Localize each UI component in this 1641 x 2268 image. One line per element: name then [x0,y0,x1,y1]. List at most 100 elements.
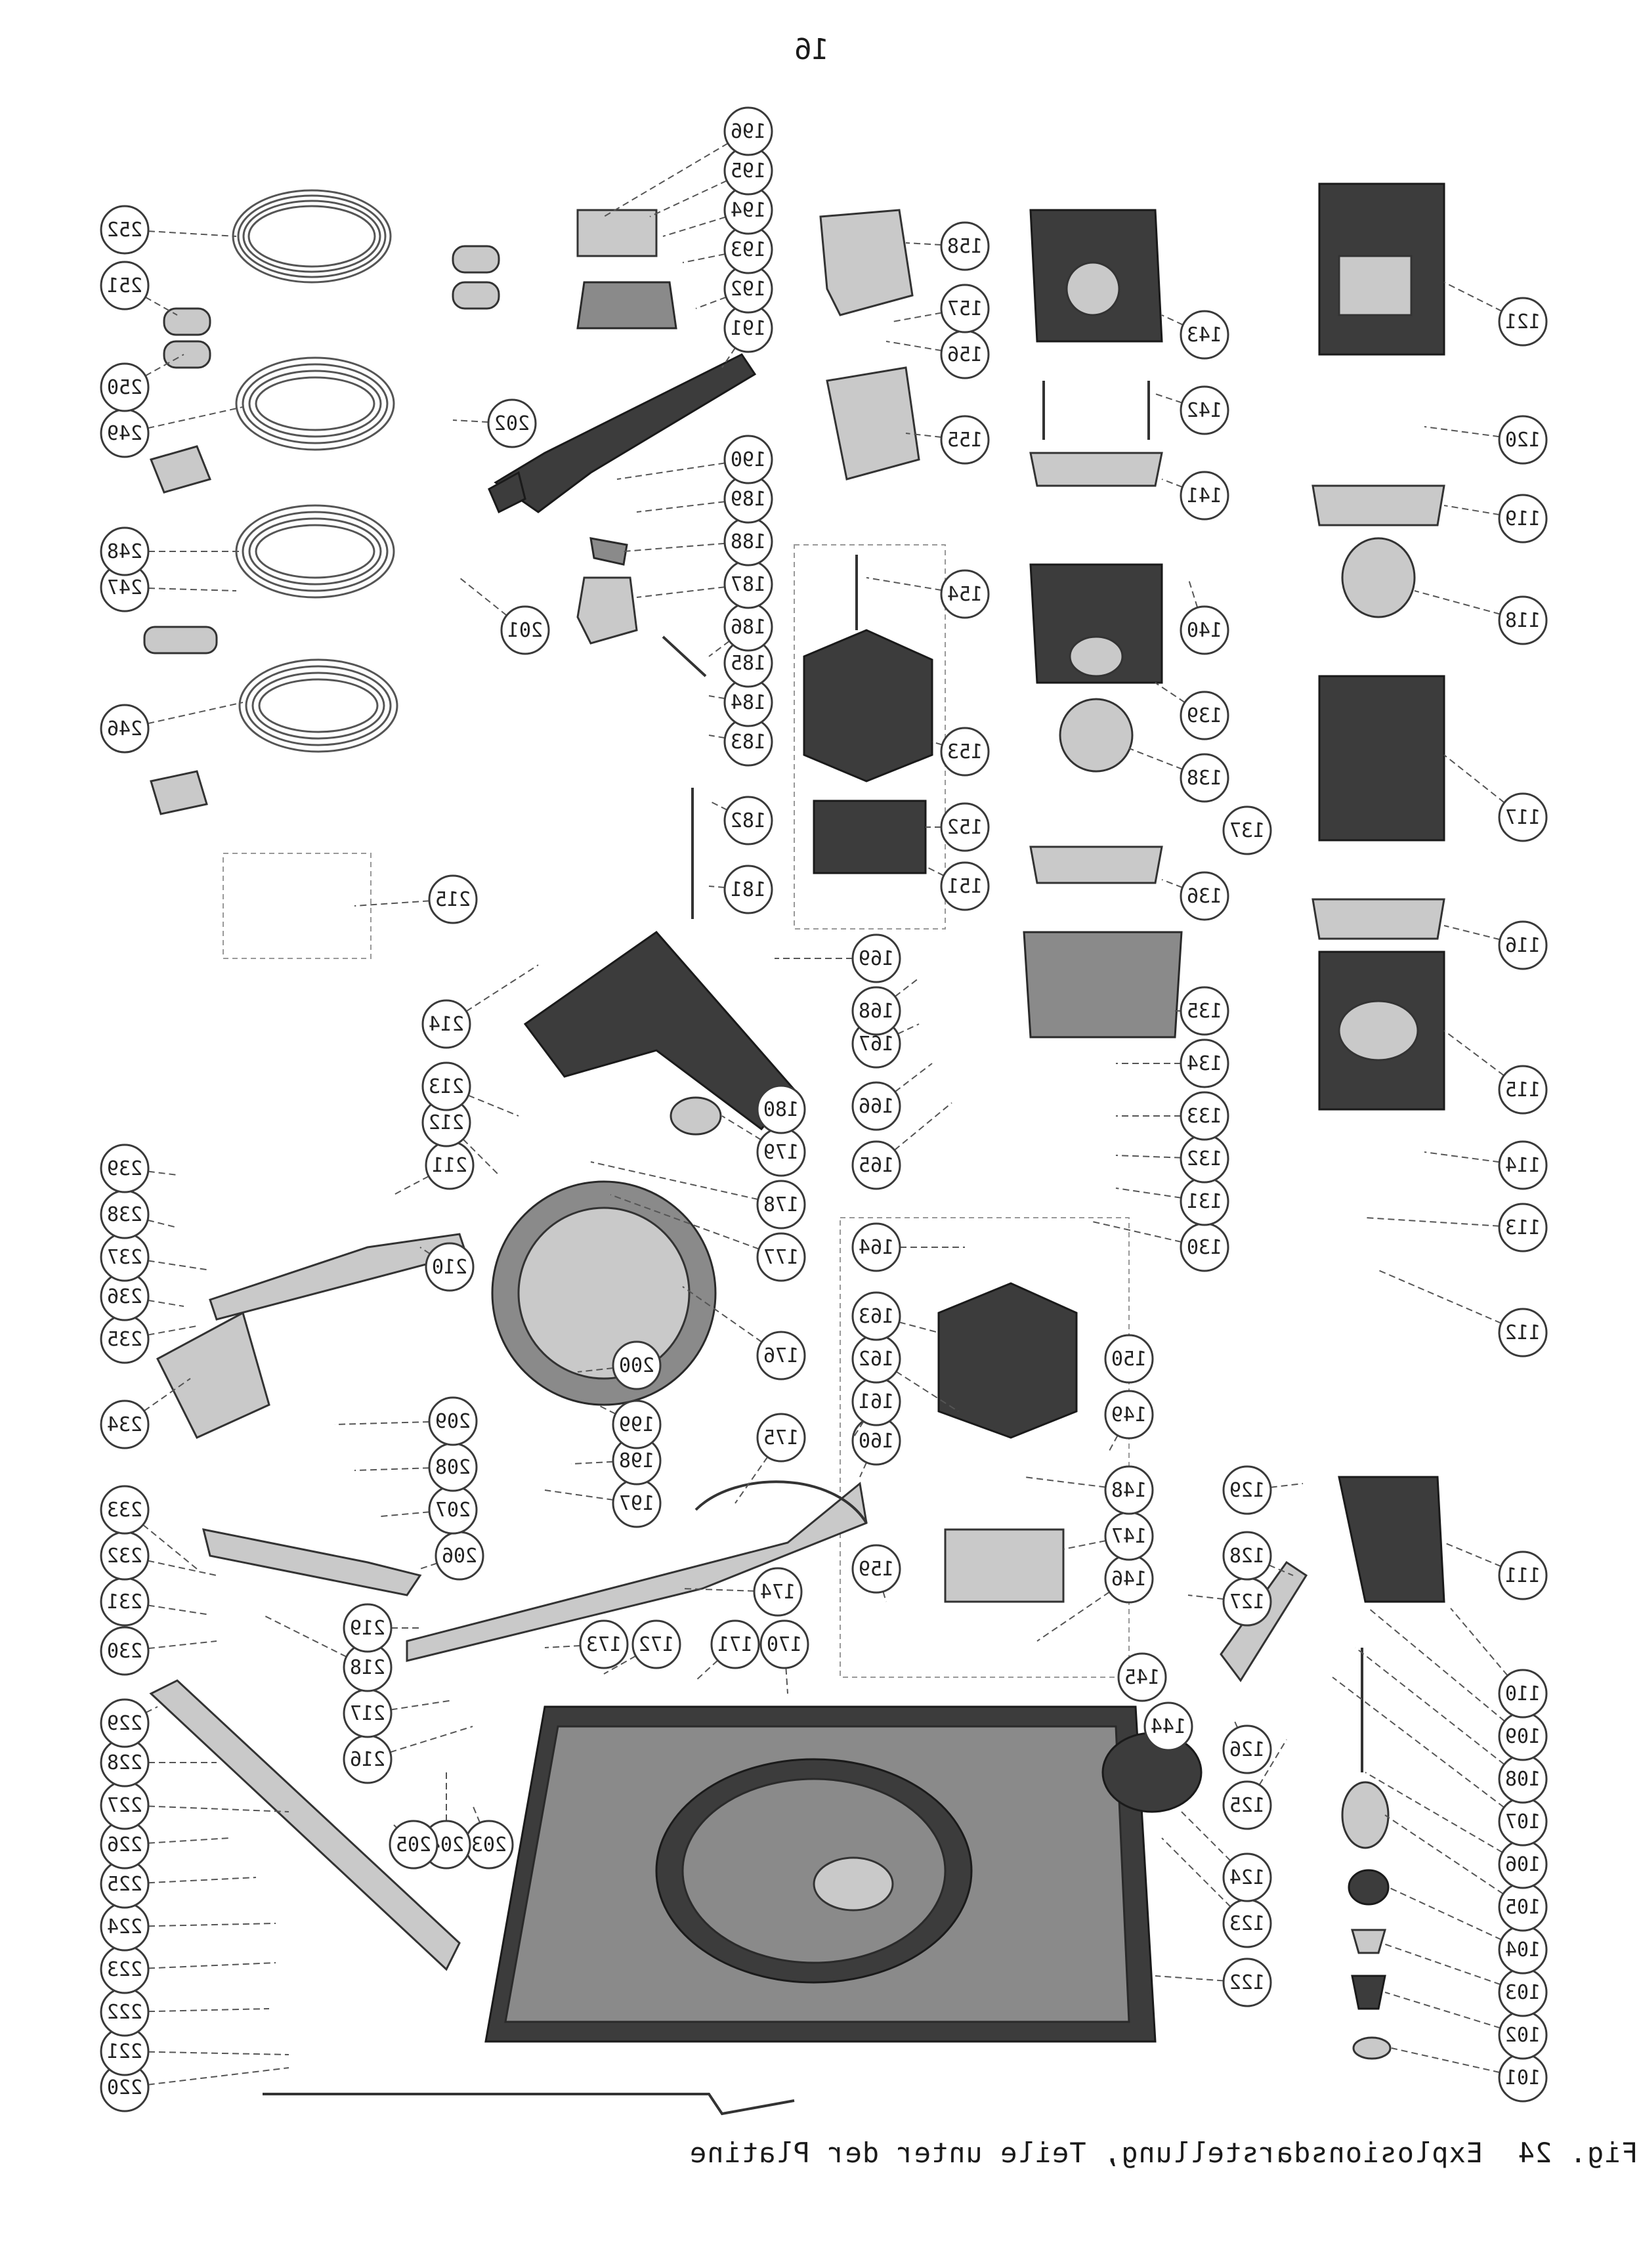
callout-label-104: 104 [1505,1938,1541,1961]
callout-label-185: 185 [731,652,766,675]
pulley-144-icon [1101,1732,1203,1813]
leader-line-192 [695,296,727,309]
callout-circle-142 [1180,385,1229,435]
callout-205: 205 [389,1820,438,1870]
callout-label-169: 169 [859,947,894,970]
callout-144: 144 [1143,1701,1193,1751]
callout-circle-173 [579,1619,629,1669]
callout-circle-157 [940,284,990,333]
callout-215: 215 [354,874,478,924]
callout-circle-125 [1222,1780,1272,1830]
callout-135: 135 [1175,986,1229,1036]
plate-234-icon [156,1311,270,1439]
leader-line-237 [148,1260,211,1271]
leader-line-199 [597,1404,616,1415]
callout-label-199: 199 [619,1413,654,1436]
callout-label-201: 201 [507,619,543,642]
leader-line-191 [721,347,736,368]
callout-147: 147 [1063,1511,1154,1561]
callout-179: 179 [721,1115,806,1177]
cable-246-icon [150,658,398,815]
callout-circle-169 [851,933,901,983]
callout-label-231: 231 [107,1591,142,1614]
callout-circle-120 [1498,415,1548,465]
callout-label-249: 249 [107,422,142,445]
callout-label-141: 141 [1187,484,1222,507]
callout-circle-158 [940,221,990,271]
callout-118: 118 [1414,590,1548,645]
callout-label-225: 225 [107,1873,142,1896]
leader-line-147 [1063,1540,1106,1550]
callout-circle-178 [756,1180,806,1230]
callout-label-176: 176 [763,1344,799,1367]
callout-circle-176 [756,1331,806,1380]
callout-252: 252 [100,205,237,255]
callout-label-211: 211 [432,1154,467,1177]
callout-circle-172 [631,1619,681,1669]
callout-circle-181 [723,865,773,914]
callout-circle-229 [100,1698,150,1748]
callout-206: 206 [419,1531,484,1581]
callout-label-209: 209 [435,1410,471,1433]
leader-line-114 [1424,1151,1500,1163]
callout-circle-250 [100,362,150,412]
callout-label-106: 106 [1505,1853,1541,1876]
callout-label-158: 158 [947,235,983,258]
callout-label-130: 130 [1187,1236,1222,1259]
callout-208: 208 [354,1442,478,1492]
callout-152: 152 [926,802,990,852]
callout-label-223: 223 [107,1958,142,1981]
callout-239: 239 [100,1144,178,1193]
group-box-146-164 [840,1217,1130,1678]
callout-label-146: 146 [1111,1568,1147,1591]
callout-label-226: 226 [107,1833,142,1856]
callout-116: 116 [1443,920,1548,970]
leader-line-124 [1181,1811,1231,1862]
callout-202: 202 [452,398,537,448]
callout-191: 191 [721,303,773,368]
callout-circle-137 [1222,805,1272,855]
switch-base-147-icon [944,1528,1065,1603]
leader-line-157 [892,312,942,322]
callout-label-127: 127 [1229,1591,1265,1614]
leader-line-249 [147,406,244,429]
callout-210: 210 [419,1242,475,1292]
callout-137: 137 [1222,805,1272,855]
callout-label-116: 116 [1505,934,1541,957]
leader-line-162 [895,1371,959,1412]
callout-134: 134 [1116,1038,1229,1088]
callout-label-105: 105 [1505,1896,1541,1919]
leader-line-231 [148,1604,211,1615]
callout-label-238: 238 [107,1203,142,1226]
callout-label-110: 110 [1505,1682,1541,1705]
mount-116-icon [1311,898,1445,940]
leader-line-233 [142,1524,198,1570]
callout-circle-214 [421,999,471,1049]
leader-line-182 [708,800,728,811]
callout-label-205: 205 [396,1833,431,1856]
leader-line-175 [735,1456,769,1504]
leader-line-208 [354,1467,430,1471]
callout-label-163: 163 [859,1305,894,1328]
leader-line-184 [708,695,725,700]
callout-circle-153 [940,727,990,777]
callout-173: 173 [544,1619,629,1669]
callout-187: 187 [636,559,773,609]
callout-circle-122 [1222,1958,1272,2007]
callout-236: 236 [100,1272,184,1321]
callout-circle-196 [723,106,773,156]
callout-227: 227 [100,1780,289,1830]
callout-label-207: 207 [435,1499,471,1522]
callout-label-135: 135 [1187,1000,1222,1023]
callout-circle-180 [756,1084,806,1134]
callout-circle-246 [100,704,150,754]
leader-line-230 [148,1640,217,1650]
callout-153: 153 [931,727,990,777]
callout-label-148: 148 [1111,1479,1147,1502]
callout-label-224: 224 [107,1915,142,1938]
callout-163: 163 [851,1291,939,1341]
leader-line-122 [1155,1975,1224,1982]
leader-line-153 [931,741,943,746]
callout-label-220: 220 [107,2076,142,2099]
callout-165: 165 [851,1102,952,1190]
